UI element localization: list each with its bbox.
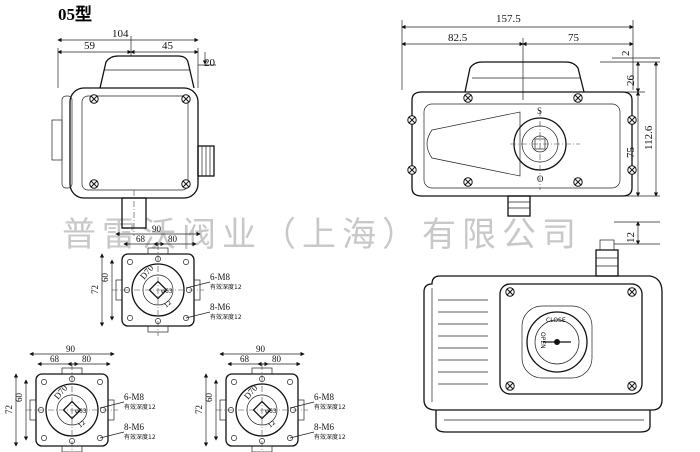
bolt-depth-note: 有效深度12	[314, 433, 346, 441]
dim-20: 20	[204, 57, 216, 69]
screw-icon	[627, 381, 637, 391]
bolt-callout-6-m8: 6-M8	[314, 392, 334, 402]
screw-icon	[407, 115, 417, 125]
dim-72: 72	[90, 285, 100, 294]
model-title: 05型	[58, 4, 92, 24]
dial-close-label: CLOSE	[546, 317, 566, 324]
bolt-callout-6-m8: 6-M8	[124, 392, 144, 402]
dim-80: 80	[272, 354, 282, 364]
screw-icon	[181, 94, 191, 104]
dim-12: 12	[163, 299, 173, 309]
bolt-callout-8-m6: 8-M6	[314, 422, 334, 432]
dim-60: 60	[14, 393, 24, 403]
dim-75: 75	[568, 32, 580, 44]
dim-90: 90	[152, 224, 162, 234]
dim-90: 90	[66, 344, 76, 354]
dim-90: 90	[256, 344, 266, 354]
screw-icon	[627, 287, 637, 297]
dim-75-vertical: 75	[625, 147, 637, 159]
dim-60: 60	[204, 393, 214, 403]
screw-icon	[407, 165, 417, 175]
bolt-depth-note: 有效深度12	[314, 403, 346, 411]
screw-icon	[463, 177, 473, 187]
dial-open-label: OPEN	[539, 332, 546, 349]
screw-icon	[627, 115, 637, 125]
screw-icon	[181, 179, 191, 189]
bolt-depth-note: 有效深度12	[210, 313, 242, 321]
bolt-depth-note: 有效深度12	[124, 403, 156, 411]
right-bottom-view: CLOSE OPEN	[423, 239, 663, 433]
screw-icon	[505, 287, 515, 297]
dim-d70: D70	[138, 263, 156, 282]
screw-icon	[89, 94, 99, 104]
dim-80: 80	[82, 354, 92, 364]
dim-157-5: 157.5	[496, 13, 521, 25]
bolt-depth-note: 有效深度12	[124, 433, 156, 441]
dim-d70: D70	[52, 383, 70, 402]
dim-phi63: φ63	[75, 408, 87, 415]
dim-2: 2	[620, 51, 632, 57]
screw-icon	[573, 93, 583, 103]
dim-12: 12	[77, 419, 87, 429]
dim-59: 59	[84, 40, 96, 52]
screw-icon	[573, 177, 583, 187]
screw-icon	[463, 93, 473, 103]
dim-12: 12	[625, 232, 637, 243]
dim-60: 60	[100, 273, 110, 283]
bolt-callout-8-m6: 8-M6	[210, 302, 230, 312]
dim-45: 45	[162, 40, 174, 52]
dim-26: 26	[625, 75, 637, 87]
dim-68: 68	[136, 234, 146, 244]
dim-phi63: φ63	[161, 288, 173, 295]
bolt-depth-note: 有效深度12	[210, 283, 242, 291]
dim-104: 104	[112, 28, 129, 40]
right-top-view: 157.5 82.5 75 2 26 112.6 75 12 S O	[401, 13, 660, 245]
dim-82-5: 82.5	[448, 32, 468, 44]
dim-80: 80	[168, 234, 178, 244]
dim-68: 68	[240, 354, 250, 364]
label-s: S	[537, 106, 542, 116]
label-o: O	[537, 174, 544, 184]
dim-d70: D70	[242, 383, 260, 402]
left-side-view: 104 59 45 20	[51, 28, 216, 236]
screw-icon	[627, 165, 637, 175]
dim-72: 72	[194, 405, 204, 414]
dim-72: 72	[4, 405, 14, 414]
dim-68: 68	[50, 354, 60, 364]
dim-12: 12	[267, 419, 277, 429]
screw-icon	[89, 179, 99, 189]
bolt-callout-8-m6: 8-M6	[124, 422, 144, 432]
screw-icon	[505, 381, 515, 391]
dim-112-6: 112.6	[643, 125, 655, 150]
dim-phi63: φ63	[265, 408, 277, 415]
bolt-callout-6-m8: 6-M8	[210, 272, 230, 282]
